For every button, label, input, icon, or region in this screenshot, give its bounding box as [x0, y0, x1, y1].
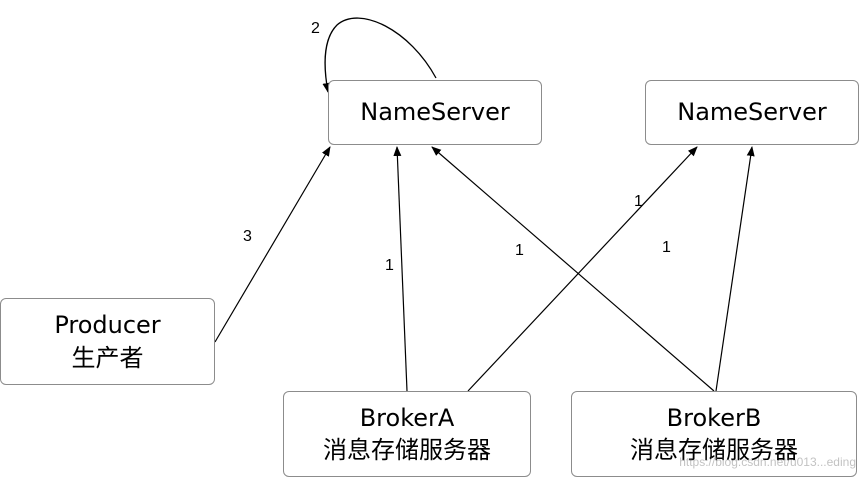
producer-subtitle: 生产者 — [71, 343, 144, 372]
nameserver-right-node: NameServer — [645, 80, 859, 145]
broker-a-node: BrokerA 消息存储服务器 — [283, 391, 531, 477]
producer-node: Producer 生产者 — [0, 298, 215, 385]
edge-label-brokerB-ns1: 1 — [515, 242, 524, 259]
edge-label-brokerA-ns1: 1 — [385, 257, 394, 274]
nameserver-right-label: NameServer — [677, 98, 827, 127]
edge-label-producer-ns1: 3 — [243, 228, 252, 245]
broker-a-subtitle: 消息存储服务器 — [323, 436, 491, 464]
edge-label-brokerA-ns2: 1 — [634, 193, 643, 210]
watermark-text: https://blog.csdn.net/u013...eding — [679, 455, 856, 469]
edge-brokerB-ns2 — [715, 146, 755, 392]
nameserver-left-label: NameServer — [360, 98, 510, 127]
nameserver-left-node: NameServer — [328, 80, 542, 145]
edge-brokerA-ns1 — [393, 146, 408, 392]
edge-label-brokerB-ns2: 1 — [662, 239, 671, 256]
broker-b-node: BrokerB 消息存储服务器 — [571, 391, 857, 477]
edge-label-self-loop: 2 — [311, 20, 320, 37]
broker-b-subtitle: 消息存储服务器 — [630, 436, 798, 464]
edge-producer-ns1 — [214, 146, 331, 343]
broker-b-title: BrokerB — [666, 403, 762, 432]
producer-title: Producer — [54, 311, 161, 340]
edge-brokerB-ns1 — [431, 146, 715, 392]
edge-brokerA-ns2 — [467, 146, 698, 392]
edge-self-loop — [322, 17, 437, 93]
broker-a-title: BrokerA — [359, 403, 455, 432]
